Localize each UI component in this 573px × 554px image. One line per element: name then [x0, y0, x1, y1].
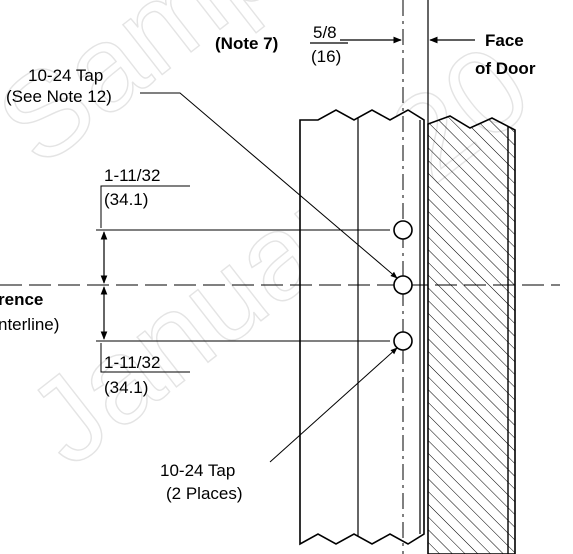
face-of-door-label-2: of Door [475, 59, 536, 78]
dim-top-fraction: 5/8 [313, 23, 337, 42]
reference-label-1: rence [0, 290, 43, 309]
hole-middle [393, 275, 413, 295]
tap-bottom-leader [269, 347, 398, 463]
tap-bottom-label-1: 10-24 Tap [160, 461, 235, 480]
note-7-label: (Note 7) [215, 34, 278, 53]
door-stile [299, 109, 425, 546]
dim-top-mm: (16) [311, 47, 341, 66]
tap-top-leader [140, 92, 398, 279]
tap-bottom-label-2: (2 Places) [166, 484, 243, 503]
door-face-section [427, 115, 516, 554]
face-of-door-label-1: Face [485, 31, 524, 50]
tap-top-label-1: 10-24 Tap [28, 66, 103, 85]
tap-top-label-2: (See Note 12) [6, 87, 112, 106]
lower-spacing-mm: (34.1) [104, 378, 148, 397]
hole-lower [393, 331, 413, 351]
upper-spacing-bracket [100, 185, 190, 228]
lower-spacing-bracket [100, 343, 190, 373]
upper-spacing-mm: (34.1) [104, 190, 148, 209]
hole-upper [393, 220, 413, 240]
holes [393, 220, 413, 351]
reference-label-2: nterline) [0, 315, 59, 334]
lower-spacing-label: 1-11/32 [104, 353, 160, 372]
upper-spacing-label: 1-11/32 [104, 166, 160, 185]
